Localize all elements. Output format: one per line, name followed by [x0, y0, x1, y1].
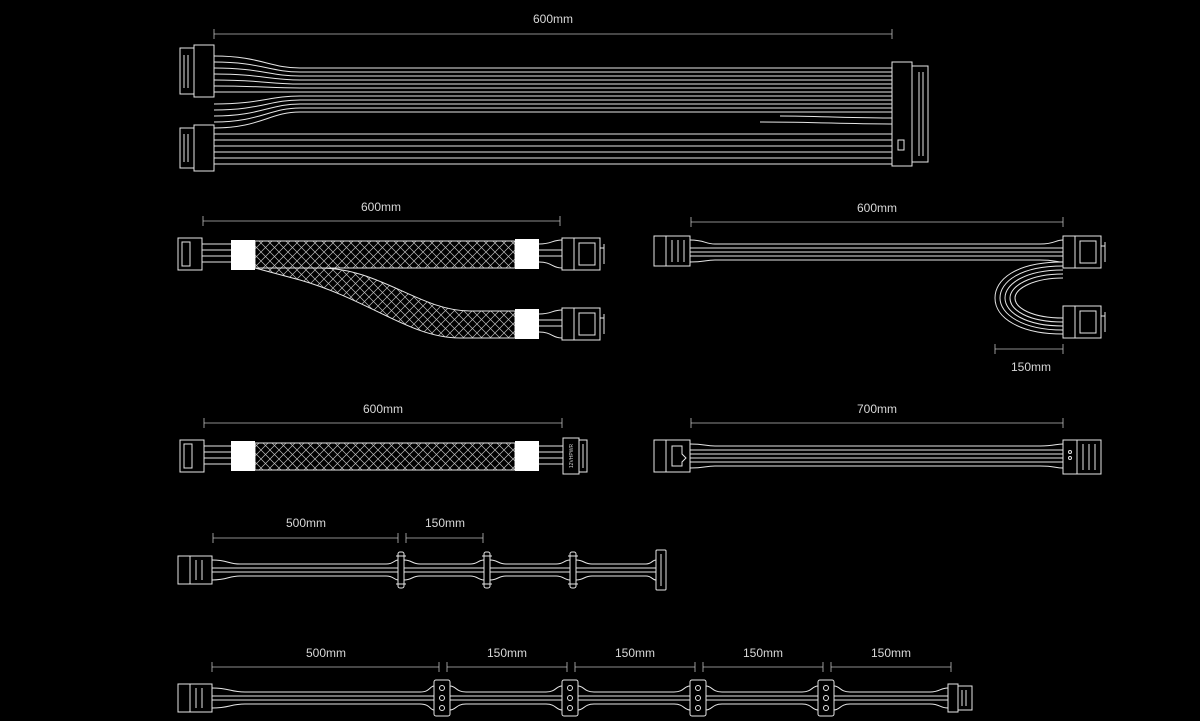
- connector-left-lower: [179, 124, 215, 172]
- connector-left-upper: [179, 44, 215, 98]
- cable-12vhpwr: 600mm 12VHPWR: [179, 402, 588, 475]
- dimension-label-pcie-daisy-branch: 150mm: [1011, 360, 1051, 374]
- dimension-label-pcie-split: 600mm: [361, 200, 401, 214]
- wire-bundle-24pin: [213, 55, 893, 165]
- wires-sata-chain: [211, 685, 949, 711]
- dimension-label-molex-first: 500mm: [286, 516, 326, 530]
- dimension-pcie-split: 600mm: [202, 200, 561, 226]
- molex-connector-end: [655, 549, 667, 591]
- dimension-12vhpwr: 600mm: [203, 402, 563, 428]
- wires-pcie-split-upper: [538, 239, 563, 269]
- wires-molex-chain: [211, 559, 657, 581]
- connector-pcie-split-left: [177, 237, 231, 271]
- sata-connector-1: [433, 679, 451, 717]
- connector-pcie-daisy-left: [653, 235, 691, 267]
- cable-pcie-daisy: 600mm: [653, 201, 1106, 374]
- dimension-label-sata-2: 150mm: [487, 646, 527, 660]
- wires-12vhpwr-right: [539, 445, 563, 465]
- sleeve-branch: [254, 267, 516, 339]
- dimension-sata-3: 150mm: [574, 646, 696, 672]
- connector-pcie-daisy-branch: [1062, 305, 1106, 339]
- dimension-label-molex-segment: 150mm: [425, 516, 465, 530]
- dimension-cpu: 700mm: [690, 402, 1064, 428]
- connector-right-24pin: [891, 61, 929, 167]
- sata-connector-end: [947, 683, 973, 713]
- connector-cpu-left: [653, 439, 691, 473]
- dimension-label-sata-1: 500mm: [306, 646, 346, 660]
- dimension-molex-segment: 150mm: [405, 516, 484, 543]
- dimension-label-cpu: 700mm: [857, 402, 897, 416]
- sata-connector-3: [689, 679, 707, 717]
- connector-molex-source: [177, 555, 213, 585]
- dimension-molex-first: 500mm: [212, 516, 399, 543]
- dimension-sata-1: 500mm: [211, 646, 440, 672]
- wires-pcie-split-lower: [538, 309, 563, 339]
- sleeve-band-right-lower: [515, 309, 539, 339]
- sleeve-band-left: [231, 240, 255, 270]
- dimension-label-pcie-daisy: 600mm: [857, 201, 897, 215]
- connector-marking-12vhpwr: 12VHPWR: [569, 444, 575, 469]
- dimension-label-sata-3: 150mm: [615, 646, 655, 660]
- dimension-sata-2: 150mm: [446, 646, 568, 672]
- dimension-label-24pin: 600mm: [533, 12, 573, 26]
- cable-molex-chain: 500mm 150mm: [177, 516, 667, 591]
- connector-pcie-daisy-right: [1062, 235, 1106, 269]
- dimension-sata-5: 150mm: [830, 646, 952, 672]
- connector-12vhpwr-right: 12VHPWR: [562, 437, 588, 475]
- connector-cpu-right: [1062, 439, 1102, 475]
- cable-cpu: 700mm: [653, 402, 1102, 475]
- cable-24pin: 600mm: [179, 12, 929, 172]
- cable-sata-chain: 500mm 150mm 150mm 150mm 150mm: [177, 646, 973, 717]
- wires-cpu: [689, 443, 1064, 469]
- dimension-pcie-daisy: 600mm: [690, 201, 1064, 227]
- connector-pcie-split-right-upper: [561, 237, 605, 271]
- wires-pcie-daisy: [689, 239, 1064, 263]
- molex-connector-3: [568, 551, 578, 589]
- sata-connector-2: [561, 679, 579, 717]
- molex-connector-1: [396, 551, 406, 589]
- sleeve-12vhpwr: [254, 442, 516, 471]
- sleeve-band-12vhpwr-left: [231, 441, 255, 471]
- connector-sata-source: [177, 683, 213, 713]
- dimension-24pin: 600mm: [213, 12, 893, 39]
- connector-pcie-split-right-lower: [561, 307, 605, 341]
- dimension-sata-4: 150mm: [702, 646, 824, 672]
- sleeve-band-right-upper: [515, 239, 539, 269]
- dimension-pcie-daisy-branch: 150mm: [994, 344, 1064, 374]
- dimension-label-12vhpwr: 600mm: [363, 402, 403, 416]
- sleeve-band-12vhpwr-right: [515, 441, 539, 471]
- sata-connector-4: [817, 679, 835, 717]
- dimension-label-sata-4: 150mm: [743, 646, 783, 660]
- sleeve-main: [254, 240, 516, 269]
- wire-loop-branch: [994, 261, 1064, 335]
- cable-pcie-split: 600mm: [177, 200, 605, 341]
- dimension-label-sata-5: 150mm: [871, 646, 911, 660]
- connector-12vhpwr-left: [179, 439, 231, 473]
- molex-connector-2: [482, 551, 492, 589]
